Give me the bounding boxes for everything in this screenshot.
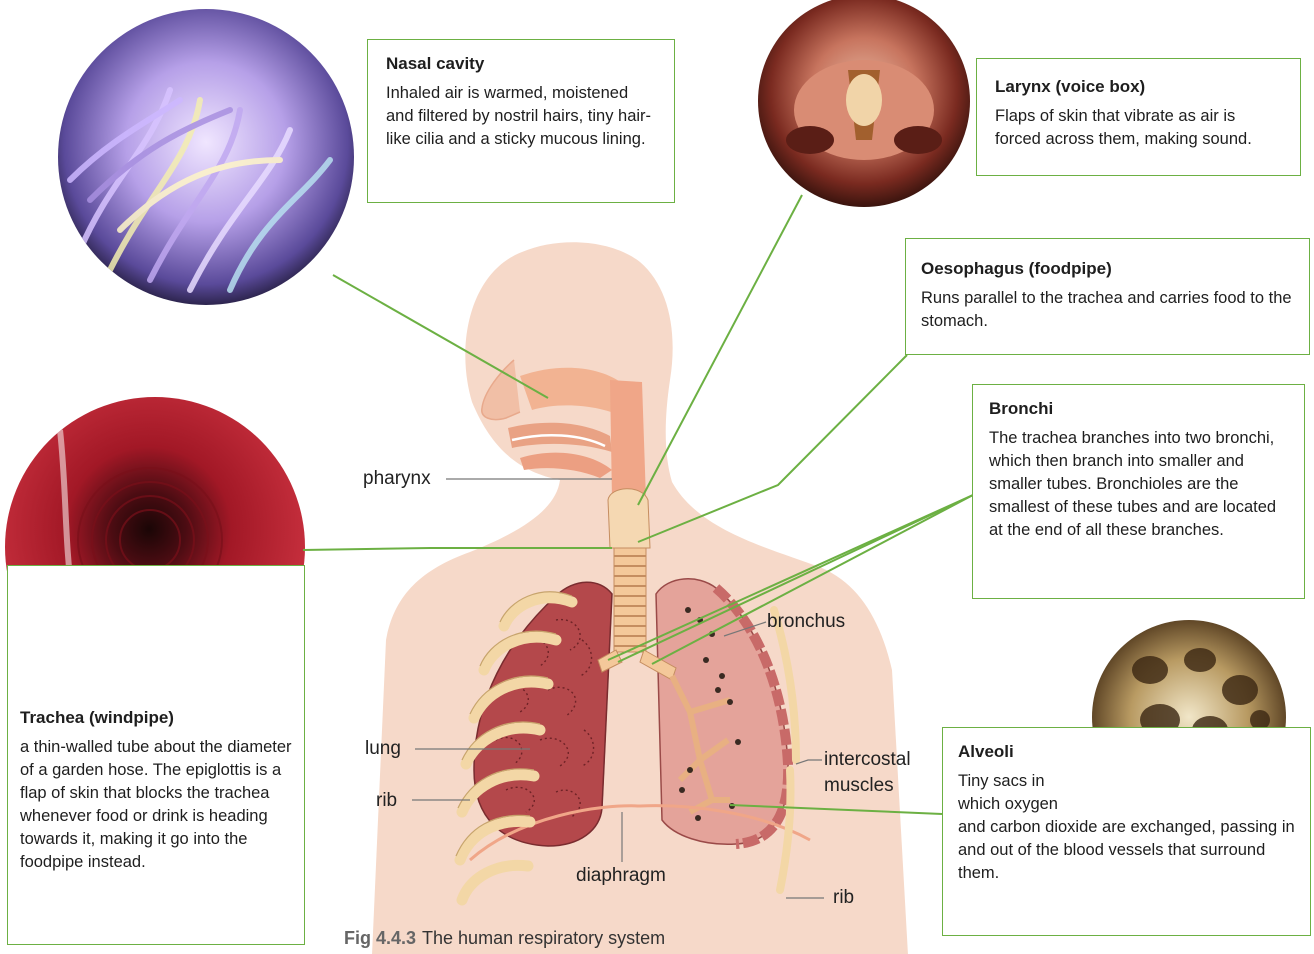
nasal-cavity-box: Nasal cavity Inhaled air is warmed, mois… xyxy=(367,39,675,203)
label-intercostal-line1: intercostal xyxy=(824,749,911,771)
larynx-photo xyxy=(758,0,970,207)
label-pharynx: pharynx xyxy=(363,468,431,490)
bronchi-box: Bronchi The trachea branches into two br… xyxy=(972,384,1305,599)
trachea-title: Trachea (windpipe) xyxy=(20,708,292,728)
oesophagus-box: Oesophagus (foodpipe) Runs parallel to t… xyxy=(905,238,1310,355)
alveoli-text-line2: which oxygen xyxy=(958,795,1058,813)
alveoli-text-line1: Tiny sacs in xyxy=(958,772,1045,790)
nasal-cavity-text: Inhaled air is warmed, moistened and fil… xyxy=(386,82,658,151)
alveoli-title: Alveoli xyxy=(958,742,1298,762)
larynx-box: Larynx (voice box) Flaps of skin that vi… xyxy=(976,58,1301,176)
nasal-cavity-title: Nasal cavity xyxy=(386,54,658,74)
label-bronchus: bronchus xyxy=(767,611,845,633)
nasal-photo xyxy=(58,9,354,305)
label-lung: lung xyxy=(365,738,401,760)
trachea-text: a thin-walled tube about the diameter of… xyxy=(20,736,292,874)
trachea-box: Trachea (windpipe) a thin-walled tube ab… xyxy=(7,565,305,945)
alveoli-text-rest: and carbon dioxide are exchanged, passin… xyxy=(958,818,1295,882)
alveoli-text: Tiny sacs in which oxygen and carbon dioxi… xyxy=(958,770,1298,885)
bronchi-title: Bronchi xyxy=(989,399,1290,419)
label-rib-left: rib xyxy=(376,790,397,812)
figure-caption: Fig 4.4.3 The human respiratory system xyxy=(344,928,665,949)
label-diaphragm: diaphragm xyxy=(576,865,666,887)
oesophagus-text: Runs parallel to the trachea and carries… xyxy=(921,287,1293,333)
larynx-title: Larynx (voice box) xyxy=(995,77,1284,97)
pharynx-tube xyxy=(610,380,646,500)
figure-caption-text: The human respiratory system xyxy=(422,928,665,948)
alveoli-box: Alveoli Tiny sacs in which oxygen and carb… xyxy=(942,727,1311,936)
figure-number: Fig 4.4.3 xyxy=(344,928,416,948)
label-intercostal-line2: muscles xyxy=(824,775,894,797)
larynx-text: Flaps of skin that vibrate as air is for… xyxy=(995,105,1284,151)
bronchi-text: The trachea branches into two bronchi, w… xyxy=(989,427,1290,542)
oesophagus-title: Oesophagus (foodpipe) xyxy=(921,259,1293,279)
label-rib-right: rib xyxy=(833,887,854,909)
